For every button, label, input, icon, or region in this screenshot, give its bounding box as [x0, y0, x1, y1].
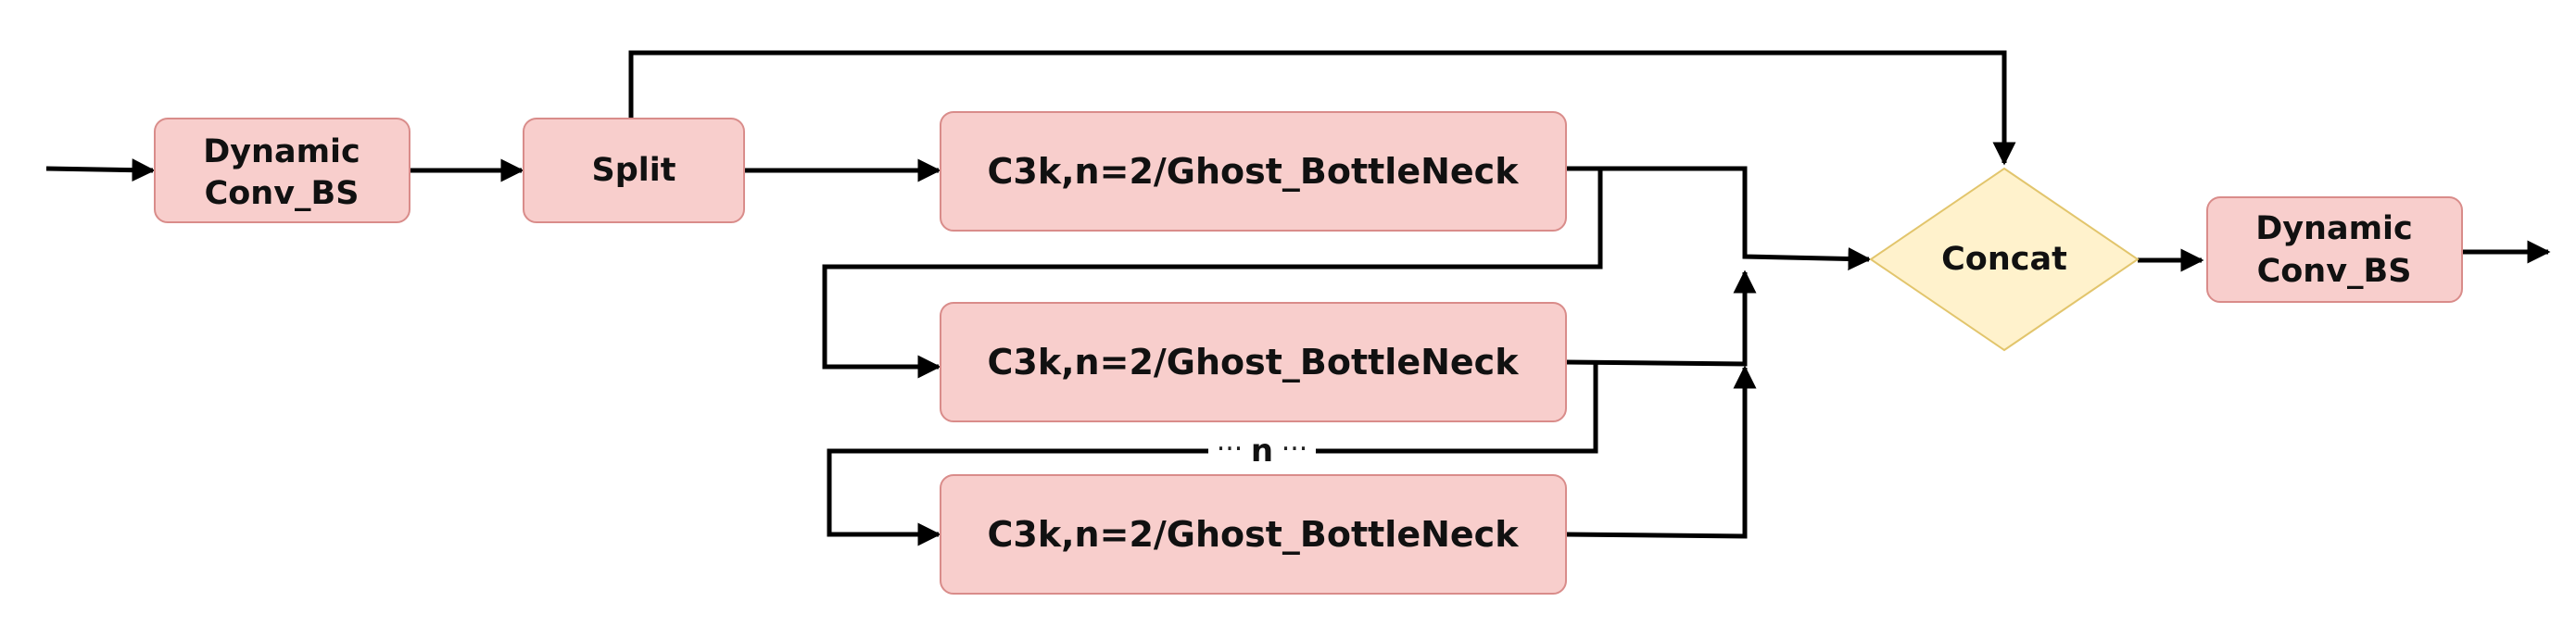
- node-split: Split: [523, 118, 745, 223]
- repeat-count-label: n: [1251, 433, 1273, 470]
- dynamic-conv-in-line1: Dynamic: [203, 133, 360, 170]
- edge-bottleneck-3-to-merge: [1565, 365, 1757, 539]
- node-dynamic-conv-in: Dynamic Conv_BS: [154, 118, 410, 223]
- split-label: Split: [592, 152, 676, 189]
- dynamic-conv-out-line1: Dynamic: [2255, 210, 2413, 247]
- edge-bottleneck-2-to-bottleneck-3: [827, 363, 1598, 546]
- edge-input: [45, 158, 156, 182]
- node-bottleneck-1: C3k,n=2/Ghost_BottleNeck: [940, 111, 1567, 232]
- edge-bottleneck-1-to-concat: [1566, 166, 1872, 270]
- edge-split-to-concat: [628, 50, 2016, 166]
- node-dynamic-conv-out: Dynamic Conv_BS: [2206, 196, 2463, 303]
- concat-label: Concat: [1941, 241, 2067, 278]
- edges: [45, 50, 2551, 546]
- bottleneck-1-label: C3k,n=2/Ghost_BottleNeck: [988, 151, 1520, 192]
- bottleneck-3-label: C3k,n=2/Ghost_BottleNeck: [988, 514, 1520, 555]
- bottleneck-2-label: C3k,n=2/Ghost_BottleNeck: [988, 342, 1520, 382]
- dynamic-conv-out-line2: Conv_BS: [2257, 253, 2412, 290]
- node-bottleneck-3: C3k,n=2/Ghost_BottleNeck: [940, 474, 1567, 595]
- repeat-marker: ··· n ···: [1208, 433, 1316, 470]
- edge-bottleneck-1-to-bottleneck-2: [822, 169, 1603, 379]
- node-bottleneck-2: C3k,n=2/Ghost_BottleNeck: [940, 302, 1567, 422]
- repeat-dots-left: ···: [1217, 433, 1244, 466]
- node-concat: Concat: [1869, 167, 2140, 352]
- repeat-dots-right: ···: [1282, 433, 1308, 466]
- edge-bottleneck-2-to-merge: [1565, 270, 1757, 367]
- dynamic-conv-in-line2: Conv_BS: [205, 175, 360, 212]
